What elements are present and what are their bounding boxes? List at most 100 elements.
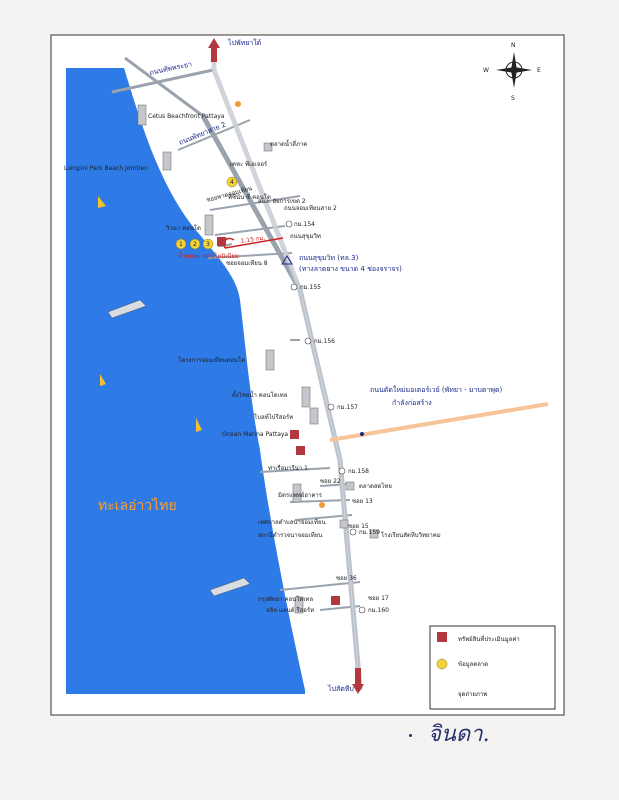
km-icon-158 xyxy=(338,467,346,475)
label-cetus: Cetus Beachfront Pattaya xyxy=(148,113,225,120)
compass-s: S xyxy=(511,95,515,102)
market-circle-1 xyxy=(175,238,187,250)
road-soi-15: ซอย 15 xyxy=(348,523,369,530)
compass-n: N xyxy=(511,42,516,49)
ship-icon-1 xyxy=(107,299,147,319)
distance-line xyxy=(224,237,284,249)
tambon-icon xyxy=(339,519,349,529)
sukhumvit-road-fill xyxy=(211,48,363,691)
compass-e: E xyxy=(537,67,541,74)
label-lumpini: Lumpini Park Beach Jomtien xyxy=(64,165,148,172)
label-panwa: โบลท์ไบ๋รีสอร์ท xyxy=(254,413,293,421)
property-square-1 xyxy=(217,237,226,246)
legend-item-3: จุดถ่ายภาพ xyxy=(458,691,487,698)
road-to-pattaya: ไปพัทยาใต้ xyxy=(227,38,262,47)
road-soi-jomtien8: ซอยจอมเทียน 8 xyxy=(226,259,268,267)
market-circle-2 xyxy=(189,238,201,250)
lumpini-building-icon xyxy=(162,151,172,171)
km-icon-155 xyxy=(290,283,298,291)
market-circle-3-label: 3 xyxy=(206,241,210,248)
distance-arc xyxy=(223,237,235,249)
panwa-building-icon xyxy=(309,407,319,425)
road-soi-17: ซอย 17 xyxy=(368,595,389,602)
road-sukhumvit-2: (ทางลาดยาง ขนาด 4 ช่องจราจร) xyxy=(299,265,402,273)
property-square-3 xyxy=(296,446,305,455)
label-ocean-marina: ท่าเรือมารีน่า 1 xyxy=(268,464,308,472)
label-school: โรงเรียนสัตหีบวิทยาคม xyxy=(381,531,441,539)
label-sea-condo: น้ำพยอม คอนโดมิเนียม xyxy=(178,250,239,260)
somphong-building-icon xyxy=(292,483,302,503)
label-pattaya-grand: กรุงพัทยา คอนโดเทล xyxy=(258,595,313,603)
label-topic: เคหะ พีเอเจอร์ xyxy=(230,160,268,168)
view-condo-building-icon xyxy=(204,214,214,236)
label-pattaya-resort: ลลิล แลนด์ รีสอร์ท xyxy=(266,606,314,614)
signature: จินดา. xyxy=(428,722,490,747)
arrow-south-icon xyxy=(352,684,364,694)
label-jomtien-condo: โครงการจอมเทียนคอนโด xyxy=(178,356,245,364)
market-circle-3 xyxy=(202,238,214,250)
property-square-2 xyxy=(290,430,299,439)
market-circle-4-label: 4 xyxy=(230,179,234,186)
ship-icon-2 xyxy=(209,577,251,597)
legend-box xyxy=(429,625,556,710)
label-sng: สนง. อัยการเขต 2 xyxy=(258,198,306,205)
signature-dot xyxy=(409,734,412,737)
km-label-155: กม.155 xyxy=(300,284,321,291)
arrow-north-icon xyxy=(208,38,220,48)
road-to-sattahip: ไปสัตหีบ xyxy=(327,684,354,693)
sea-area xyxy=(66,68,305,694)
km-icon-156 xyxy=(304,337,312,345)
market-circle-4 xyxy=(226,176,238,188)
cetus-building-icon xyxy=(137,104,147,126)
label-pattaya-thai: ตลาดสดไทย xyxy=(359,482,392,490)
km-label-157: กม.157 xyxy=(337,404,358,411)
km-icon-157 xyxy=(327,403,335,411)
sea-label: ทะเลอ่าวไทย xyxy=(98,497,177,514)
sukhumvit-tag: ถนนสุขุมวิท xyxy=(290,233,321,240)
km-icon-160 xyxy=(358,606,366,614)
label-tahiti: ตั้งไชยน้ำ คอนโดเทล xyxy=(232,389,288,399)
km-label-156: กม.156 xyxy=(314,338,335,345)
road-motorway-2: กำลังก่อสร้าง xyxy=(392,399,432,407)
label-market: ตลาดน้ำสี่ภาค xyxy=(270,138,307,148)
km-label-158: กม.158 xyxy=(348,468,369,475)
road-jomtien-2: ถนนจอมเทียนสาย 2 xyxy=(284,204,337,212)
market-circle-1-label: 1 xyxy=(179,241,183,248)
sailboat-icons xyxy=(98,196,202,432)
legend: ทรัพย์สินที่ประเมินมูลค่า ข้อมูลตลาด จุด… xyxy=(429,625,556,710)
label-tambon: เทศบาลตำบลนาจอมเทียน xyxy=(258,518,326,526)
km-label-159: กม.159 xyxy=(359,529,380,536)
label-ocean: Ocean Marina Pattaya xyxy=(222,431,288,438)
arrow-north-shaft xyxy=(211,48,217,62)
road-soi-22: ซอย 22 xyxy=(320,478,341,485)
km-label-160: กม.160 xyxy=(368,607,389,614)
label-view-condo: วิวนา คอนโด xyxy=(165,224,201,232)
orange-poi-1 xyxy=(235,101,241,107)
road-soi-36: ซอย 36 xyxy=(336,575,357,582)
thai-market-icon xyxy=(345,481,355,491)
road-motorway-1: ถนนตัดใหม่มอเตอร์เวย์ (พัทยา - มาบตาพุด) xyxy=(370,385,503,394)
camera-point-icon xyxy=(281,255,293,265)
property-square-4 xyxy=(331,596,340,605)
jomtien-condo-building-icon xyxy=(265,349,275,371)
km-icon-159 xyxy=(349,528,357,536)
market-circle-2-label: 2 xyxy=(193,241,197,248)
km-label-154: กม.154 xyxy=(294,221,315,228)
motorway-point xyxy=(360,432,364,436)
compass-w: W xyxy=(483,67,489,74)
legend-yellow-circle-icon xyxy=(436,658,448,670)
road-sukhumvit-1: ถนนสุขุมวิท (ทล.3) xyxy=(299,254,359,262)
road-soi-13: ซอย 13 xyxy=(352,498,373,505)
label-pc-condo: พีซีนัน ซี่ คอนโด xyxy=(228,193,271,201)
legend-red-square-icon xyxy=(437,632,447,642)
motorway-road xyxy=(329,402,549,442)
label-somphong: มิตรแพทย์อาคาร xyxy=(278,491,323,499)
legend-item-1: ทรัพย์สินที่ประเมินมูลค่า xyxy=(458,635,520,643)
arrow-south-shaft xyxy=(355,668,361,684)
grand-building-icon xyxy=(294,596,304,614)
tahiti-building-icon xyxy=(301,386,311,408)
orange-poi-2 xyxy=(319,502,325,508)
legend-item-2: ข้อมูลตลาด xyxy=(458,661,488,668)
market-building-icon xyxy=(263,142,273,152)
